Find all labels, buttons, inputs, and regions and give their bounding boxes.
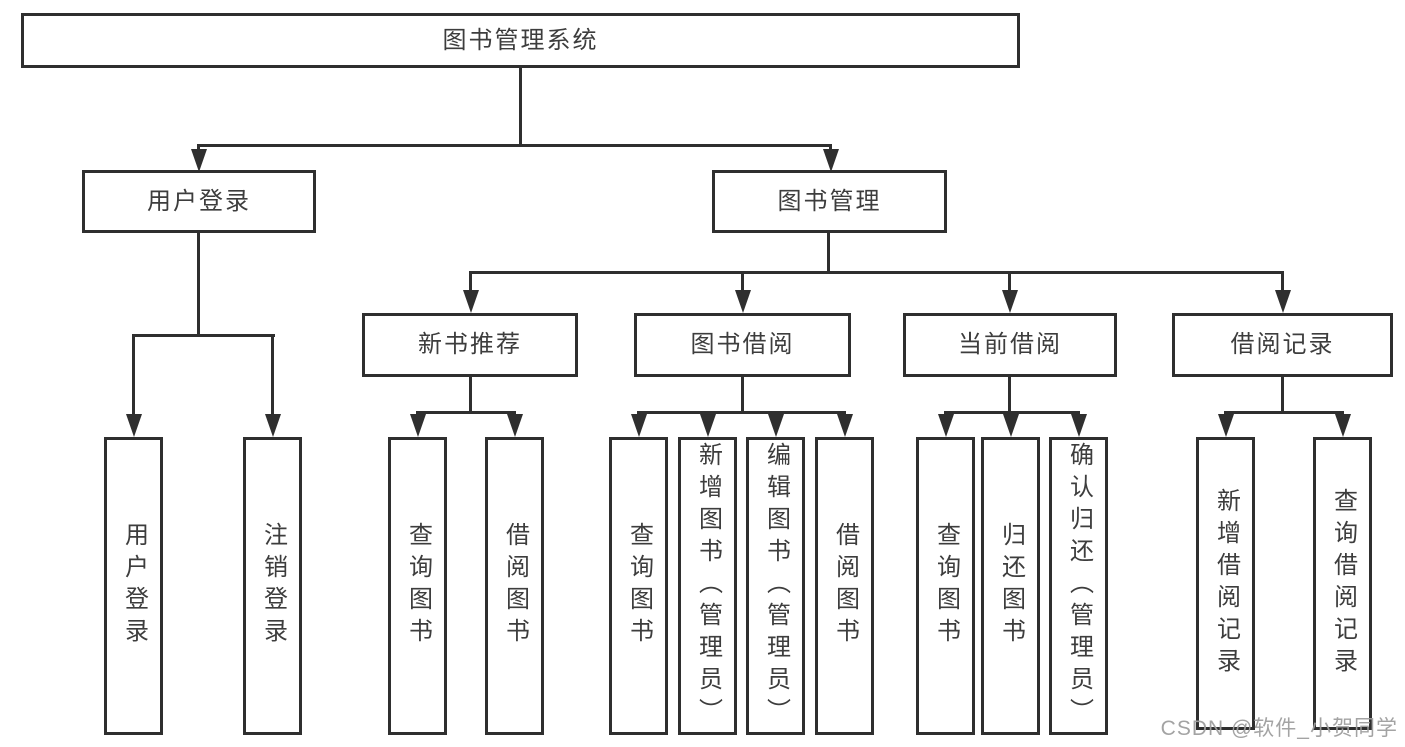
leaf-borrow-books-recommend: 借阅图书: [485, 437, 544, 735]
arrow-down-icon: [1274, 290, 1291, 313]
arrow-down-icon: [1217, 414, 1234, 437]
node-book-borrowing: 图书借阅: [634, 313, 851, 377]
connector-line: [197, 144, 832, 147]
arrow-down-icon: [462, 290, 479, 313]
connector-line: [827, 233, 830, 273]
arrow-down-icon: [734, 290, 751, 313]
leaf-query-books-borrowing: 查询图书: [609, 437, 668, 735]
connector-line: [469, 377, 472, 413]
connector-line: [469, 274, 472, 291]
node-book-management: 图书管理: [712, 170, 947, 233]
leaf-query-books-recommend: 查询图书: [388, 437, 447, 735]
connector-line: [519, 68, 522, 146]
connector-line: [416, 411, 516, 414]
arrow-down-icon: [190, 149, 207, 172]
connector-line: [132, 337, 135, 415]
leaf-add-books-admin: 新增图书（管理员）: [678, 437, 737, 735]
connector-line: [741, 274, 744, 291]
connector-line: [741, 377, 744, 413]
leaf-logout: 注销登录: [243, 437, 302, 735]
connector-line: [944, 411, 1080, 414]
arrow-down-icon: [1334, 414, 1351, 437]
leaf-add-borrow-record: 新增借阅记录: [1196, 437, 1255, 730]
connector-line: [1224, 411, 1344, 414]
arrow-down-icon: [1002, 290, 1018, 313]
connector-line: [197, 233, 200, 336]
leaf-user-login: 用户登录: [104, 437, 163, 735]
leaf-query-borrow-record: 查询借阅记录: [1313, 437, 1372, 730]
leaf-borrow-books-borrowing: 借阅图书: [815, 437, 874, 735]
arrow-down-icon: [1002, 414, 1019, 437]
connector-line: [271, 337, 274, 415]
connector-line: [1008, 377, 1011, 413]
arrow-down-icon: [630, 414, 647, 437]
node-library-management-system: 图书管理系统: [21, 13, 1020, 68]
arrow-down-icon: [937, 414, 954, 437]
leaf-confirm-return-admin: 确认归还（管理员）: [1049, 437, 1108, 735]
node-borrowing-records: 借阅记录: [1172, 313, 1393, 377]
arrow-down-icon: [125, 414, 142, 437]
arrow-down-icon: [822, 149, 839, 172]
connector-line: [1281, 377, 1284, 413]
arrow-down-icon: [1070, 414, 1087, 437]
arrow-down-icon: [409, 414, 426, 437]
node-current-borrowing: 当前借阅: [903, 313, 1117, 377]
arrow-down-icon: [836, 414, 853, 437]
connector-line: [637, 411, 846, 414]
leaf-query-books-current: 查询图书: [916, 437, 975, 735]
csdn-watermark: CSDN @软件_小贺同学: [1160, 717, 1398, 740]
node-new-book-recommendation: 新书推荐: [362, 313, 578, 377]
arrow-down-icon: [264, 414, 281, 437]
arrow-down-icon: [767, 414, 784, 437]
leaf-edit-books-admin: 编辑图书（管理员）: [746, 437, 805, 735]
connector-line: [469, 271, 1284, 274]
leaf-return-books: 归还图书: [981, 437, 1040, 735]
arrow-down-icon: [506, 414, 523, 437]
arrow-down-icon: [699, 414, 716, 437]
node-user-login: 用户登录: [82, 170, 316, 233]
connector-line: [1008, 274, 1011, 291]
connector-line: [132, 334, 275, 337]
connector-line: [1281, 274, 1284, 291]
